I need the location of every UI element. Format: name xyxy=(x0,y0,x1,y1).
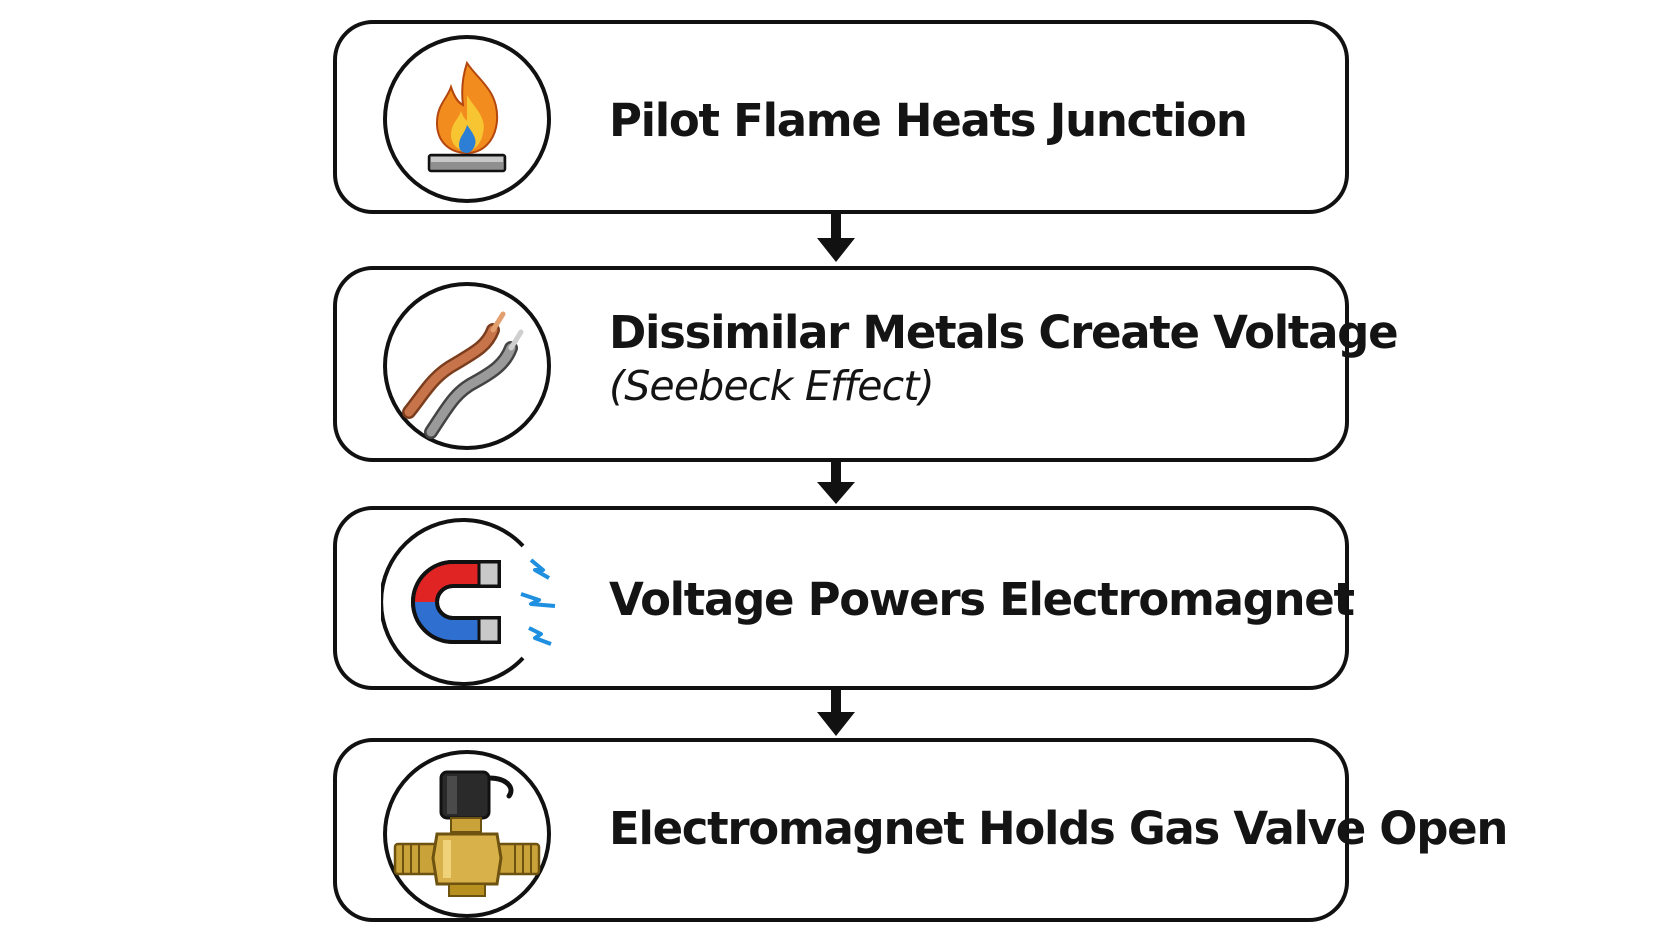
valve-icon xyxy=(381,748,553,920)
flow-arrow-3 xyxy=(817,690,855,742)
step-title-electromagnet: Voltage Powers Electromagnet xyxy=(609,573,1355,626)
step-title-text: Electromagnet Holds Gas Valve Open xyxy=(609,802,1508,855)
step-title-gas-valve: Electromagnet Holds Gas Valve Open xyxy=(609,802,1508,855)
step-title-text: Dissimilar Metals Create Voltage xyxy=(609,306,1399,359)
magnet-icon xyxy=(381,516,556,688)
step-title-text: Pilot Flame Heats Junction xyxy=(609,94,1248,147)
step-box-pilot-flame: Pilot Flame Heats Junction xyxy=(333,20,1349,214)
step-title-pilot-flame: Pilot Flame Heats Junction xyxy=(609,94,1248,147)
flame-icon xyxy=(381,33,553,205)
step-box-seebeck: Dissimilar Metals Create Voltage (Seebec… xyxy=(333,266,1399,462)
step-title-seebeck: Dissimilar Metals Create Voltage (Seebec… xyxy=(609,306,1399,410)
step-subtitle-seebeck: (Seebeck Effect) xyxy=(609,361,935,410)
step-title-text: Voltage Powers Electromagnet xyxy=(609,573,1355,626)
step-box-electromagnet: Voltage Powers Electromagnet xyxy=(333,506,1355,690)
flow-arrow-1 xyxy=(817,214,855,268)
wires-icon xyxy=(381,280,553,452)
step-box-gas-valve: Electromagnet Holds Gas Valve Open xyxy=(333,738,1508,922)
flow-arrow-2 xyxy=(817,462,855,510)
